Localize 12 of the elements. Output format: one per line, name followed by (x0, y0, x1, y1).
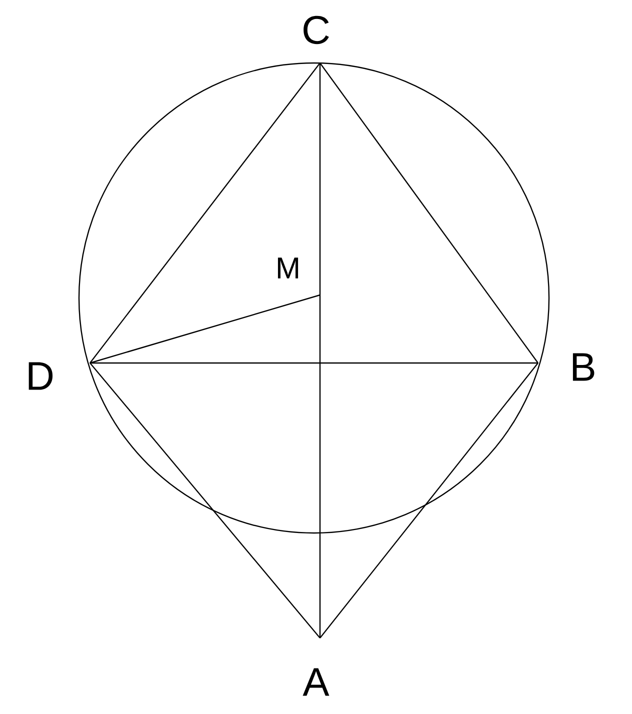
line-segment (90, 362, 320, 638)
point-label: A (302, 668, 330, 696)
point-label: C (304, 16, 329, 44)
line-segment (320, 362, 538, 638)
point-label: M (278, 258, 298, 278)
line-segment (319, 63, 321, 638)
line-segment (90, 362, 538, 364)
point-label: B (572, 353, 594, 381)
line-segment (90, 294, 320, 364)
line-segment (90, 62, 320, 364)
line-segment (320, 62, 538, 364)
point-label: D (28, 362, 53, 390)
